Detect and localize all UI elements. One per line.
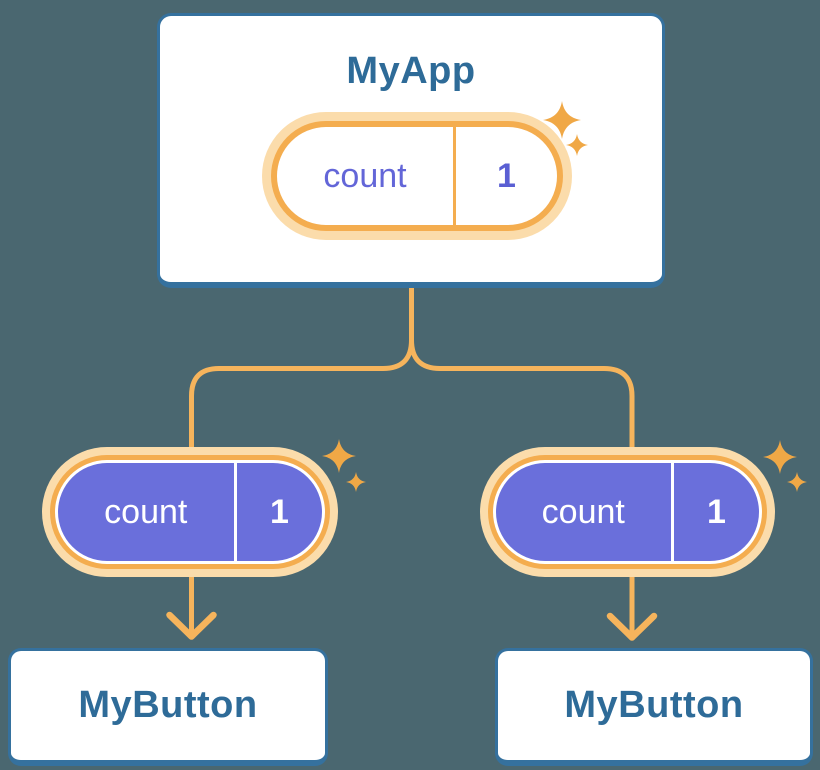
mybutton-card-right: MyButton	[495, 648, 813, 766]
arrow-right-head-icon	[606, 612, 658, 641]
myapp-title: MyApp	[346, 50, 476, 92]
mybutton-title: MyButton	[564, 684, 744, 726]
root-state-name: count	[323, 156, 407, 195]
sparkle-icon	[322, 439, 356, 473]
sparkle-icon	[543, 101, 581, 139]
left-pill-divider	[233, 463, 237, 561]
mybutton-title: MyButton	[78, 684, 258, 726]
root-state-value: 1	[497, 156, 516, 195]
left-state-name: count	[104, 492, 188, 531]
left-state-value: 1	[270, 492, 289, 531]
root-state-pill-ring: count 1	[271, 121, 563, 231]
sparkle-icon	[566, 134, 588, 156]
sparkle-icon	[787, 472, 807, 492]
mybutton-card-left: MyButton	[8, 648, 328, 766]
right-state-pill: count 1	[480, 447, 775, 577]
right-state-name: count	[541, 492, 625, 531]
right-state-value: 1	[707, 492, 726, 531]
arrow-left-head-icon	[166, 611, 217, 640]
left-state-pill: count 1	[42, 447, 338, 577]
root-pill-divider	[453, 127, 456, 225]
root-state-pill: count 1	[262, 112, 572, 240]
right-pill-divider	[670, 463, 674, 561]
sparkle-icon	[763, 440, 797, 474]
branch-left-line	[189, 285, 414, 452]
branch-right-line	[409, 285, 635, 452]
sparkle-icon	[346, 472, 366, 492]
myapp-card: MyApp	[157, 13, 665, 288]
